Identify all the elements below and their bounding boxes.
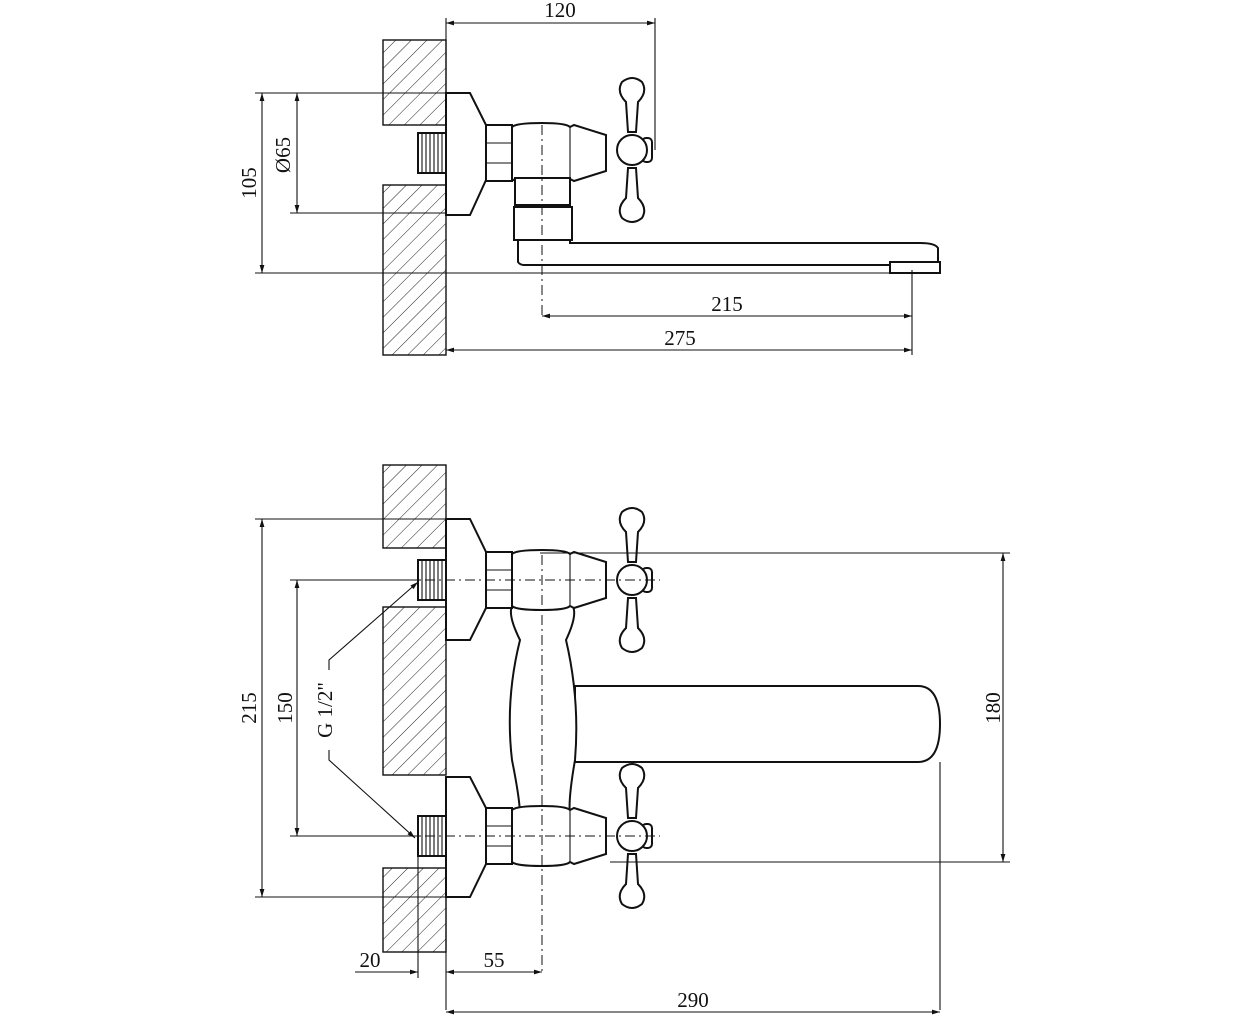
thread-label-g-half-inch: G 1/2" xyxy=(313,682,337,738)
dim-180: 180 xyxy=(981,692,1005,724)
dim-290: 290 xyxy=(677,988,709,1012)
dim-105: 105 xyxy=(237,167,261,199)
side-view: 120 105 Ø65 215 275 xyxy=(237,0,941,356)
dim-150: 150 xyxy=(273,692,297,724)
wall-section xyxy=(382,39,447,356)
wall-section xyxy=(382,464,447,953)
faucet-side xyxy=(417,77,941,318)
front-view: 215 150 G 1/2" 180 20 55 290 xyxy=(237,464,1010,1015)
faucet-front xyxy=(405,507,942,975)
dim-20: 20 xyxy=(360,948,381,972)
front-dimensions: 215 150 G 1/2" 180 20 55 290 xyxy=(237,518,1010,1015)
dim-diameter-65: Ø65 xyxy=(271,137,295,173)
dim-215-reach: 215 xyxy=(711,292,743,316)
dim-275: 275 xyxy=(664,326,696,350)
dim-55: 55 xyxy=(484,948,505,972)
dim-215-height: 215 xyxy=(237,692,261,724)
side-dimensions: 120 105 Ø65 215 275 xyxy=(237,0,940,355)
dim-120: 120 xyxy=(544,0,576,22)
